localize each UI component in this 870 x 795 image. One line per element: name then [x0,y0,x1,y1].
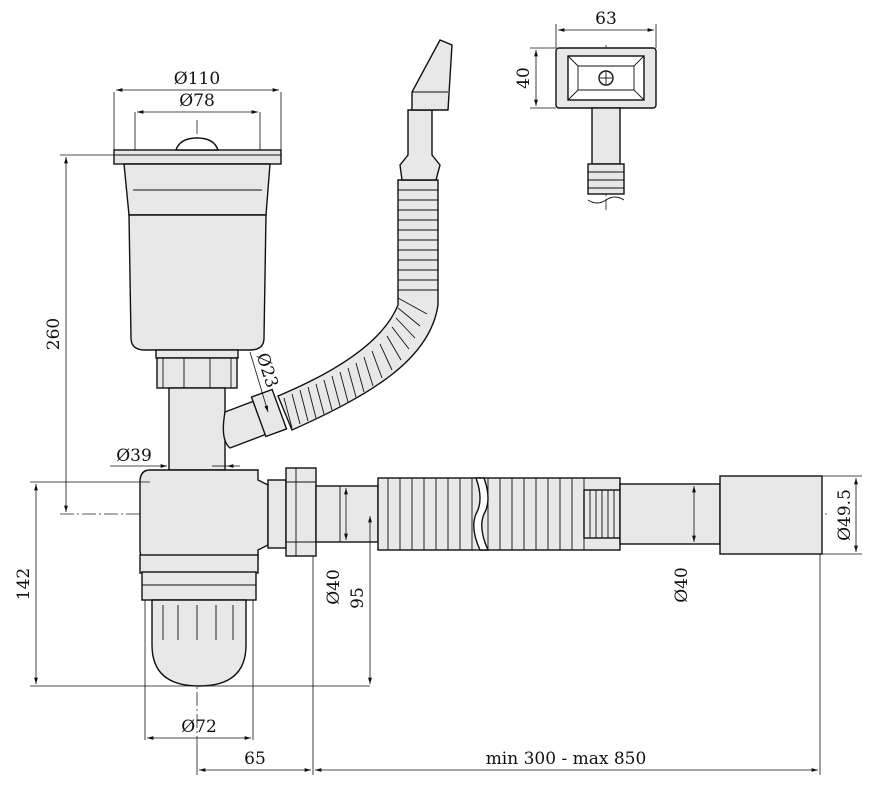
overflow-connector [222,388,288,449]
label-d78: Ø78 [179,91,215,111]
outlet-hose [377,475,823,555]
outlet-connector [267,467,379,557]
label-h95: 95 [348,587,368,609]
label-d49-5: Ø49.5 [835,489,855,541]
label-w63: 63 [595,9,617,29]
dimension-lines [30,24,862,775]
label-d40-left: Ø40 [324,569,344,605]
label-d39: Ø39 [116,446,152,466]
bottle-trap [139,469,269,687]
label-h40: 40 [514,67,534,89]
label-d110: Ø110 [174,69,220,89]
label-range: min 300 - max 850 [486,749,647,769]
label-w65: 65 [244,749,266,769]
label-h260: 260 [44,318,64,350]
label-d72: Ø72 [181,717,217,737]
label-d40-right: Ø40 [672,567,692,603]
label-h142: 142 [14,568,34,600]
strainer-basket [113,137,282,471]
overflow-faceplate [555,47,657,204]
overflow-hose [277,39,453,431]
label-d23: Ø23 [252,350,282,390]
